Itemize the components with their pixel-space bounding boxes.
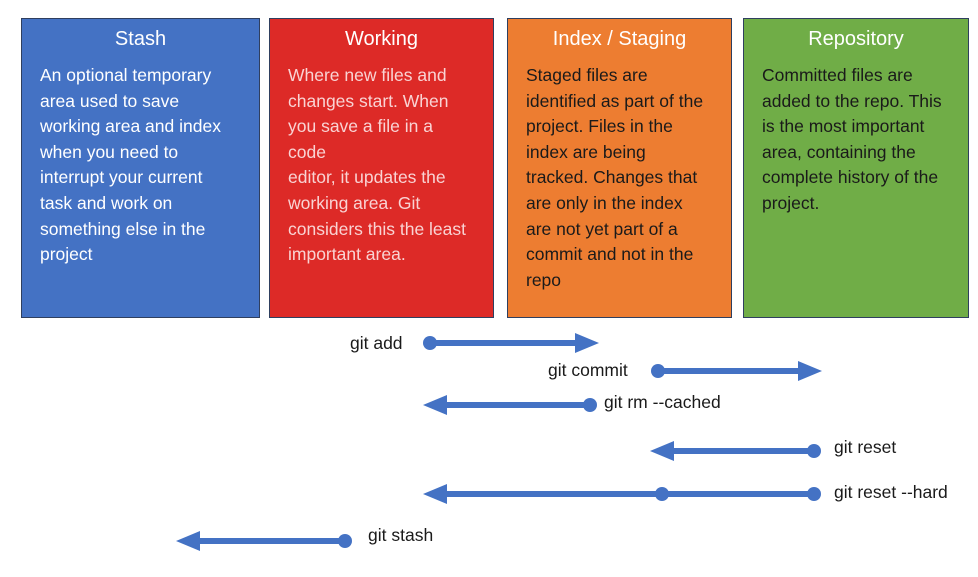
working-description: Where new files and changes start. When … bbox=[288, 65, 467, 265]
git-rm-cached-arrow bbox=[423, 395, 597, 415]
stash-description: An optional temporary area used to save … bbox=[40, 65, 221, 265]
stash-area-box: Stash An optional temporary area used to… bbox=[21, 18, 260, 318]
repository-description: Committed files are added to the repo. T… bbox=[762, 65, 942, 213]
index-area-box: Index / Staging Staged files are identif… bbox=[507, 18, 732, 318]
index-description: Staged files are identified as part of t… bbox=[526, 65, 704, 290]
git-reset-label: git reset bbox=[834, 437, 897, 457]
working-area-box: Working Where new files and changes star… bbox=[269, 18, 494, 318]
git-rm-cached-label: git rm --cached bbox=[604, 392, 721, 412]
working-title: Working bbox=[345, 28, 418, 50]
git-stash-label: git stash bbox=[368, 525, 434, 545]
git-reset-hard-label: git reset --hard bbox=[834, 482, 948, 502]
stash-title: Stash bbox=[114, 28, 167, 50]
git-reset-arrow bbox=[650, 441, 821, 461]
index-title: Index / Staging bbox=[552, 28, 687, 50]
git-stash-arrow bbox=[176, 531, 352, 551]
repository-title: Repository bbox=[808, 28, 904, 50]
git-commit-label: git commit bbox=[548, 360, 628, 380]
repository-area-box: Repository Committed files are added to … bbox=[743, 18, 969, 318]
git-add-arrow bbox=[423, 333, 599, 353]
git-reset-hard-arrow bbox=[423, 484, 821, 504]
git-commit-arrow bbox=[651, 361, 822, 381]
git-add-label: git add bbox=[350, 333, 403, 353]
